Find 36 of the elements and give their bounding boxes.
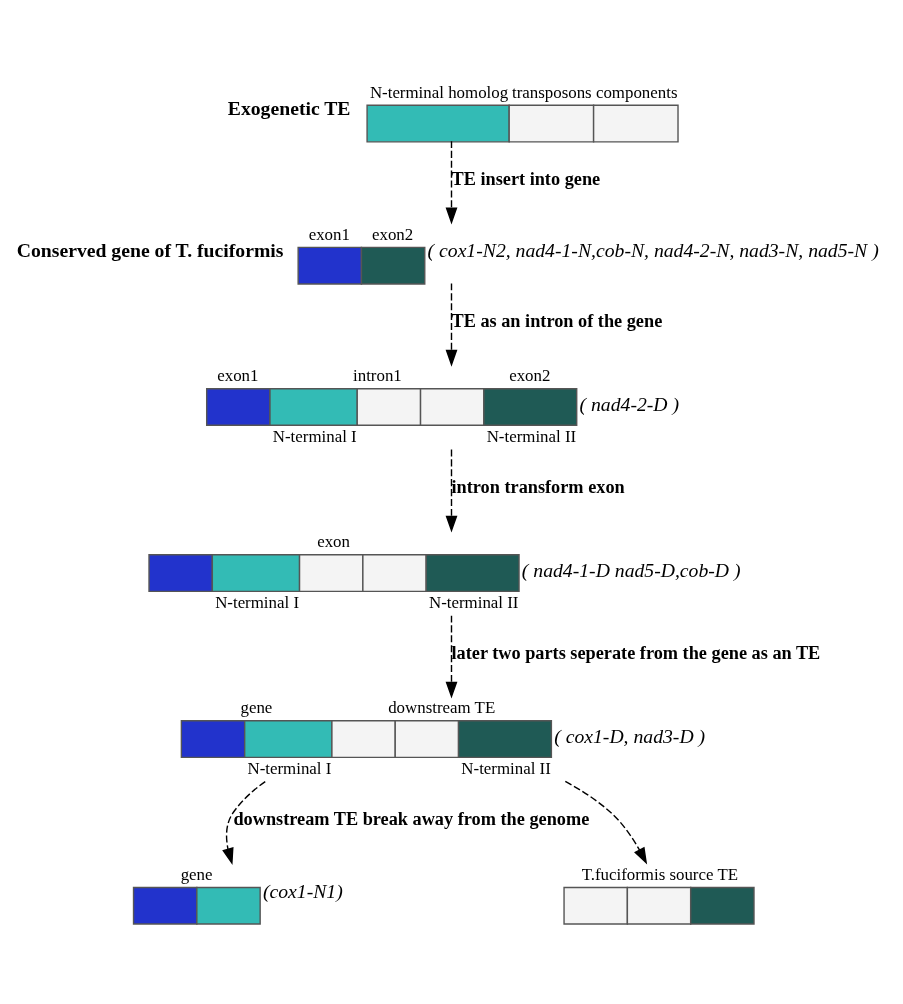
arrow xyxy=(445,282,458,367)
node-label: downstream TE xyxy=(388,698,496,718)
node-label: N-terminal I xyxy=(272,426,357,446)
node-label: T.fuciformis source TE xyxy=(581,864,738,884)
edge-label: downstream TE break away from the genome xyxy=(233,809,590,830)
node-label: ( nad4-1-D nad5-D,cob-D ) xyxy=(521,558,741,581)
node-label: gene xyxy=(180,864,213,884)
node-label: N-terminal I xyxy=(215,592,300,612)
node-label: exon1 xyxy=(217,366,259,386)
node-label: ( nad4-2-D ) xyxy=(579,392,680,415)
arrow xyxy=(445,614,458,699)
node-label: Conserved gene of T. fuciformis xyxy=(16,239,284,262)
node-label: N-terminal II xyxy=(428,592,519,612)
node-label: N-terminal homolog xyxy=(369,82,509,102)
node-label: exon1 xyxy=(308,224,350,244)
node-label: N-terminal II xyxy=(461,758,551,778)
node-label: exon2 xyxy=(509,366,551,386)
node-label: (cox1-N1) xyxy=(262,879,343,902)
edge-label: later two parts seperate from the gene as an TE xyxy=(451,643,821,664)
edge-label: intron transform exon xyxy=(451,477,625,498)
node-label: N-terminal II xyxy=(486,426,577,446)
edge-label: TE insert into gene xyxy=(451,169,601,190)
node-label: exon xyxy=(317,532,350,552)
node-label: transposons components xyxy=(512,82,678,102)
edge-label: TE as an intron of the gene xyxy=(451,311,663,332)
arrow xyxy=(445,448,458,533)
node-label: ( cox1-D, nad3-D ) xyxy=(554,724,706,747)
arrow xyxy=(222,780,266,865)
node-label: N-terminal I xyxy=(247,758,332,778)
node-label: gene xyxy=(240,698,273,718)
arrow xyxy=(445,140,458,225)
node-label: exon2 xyxy=(372,224,414,244)
node-label: Exogenetic TE xyxy=(227,97,351,120)
node-label: intron1 xyxy=(353,366,402,386)
arrow xyxy=(564,780,648,865)
node-label: ( cox1-N2, nad4-1-N,cob-N, nad4-2-N, nad3-N, nad5-N ) xyxy=(427,239,879,262)
